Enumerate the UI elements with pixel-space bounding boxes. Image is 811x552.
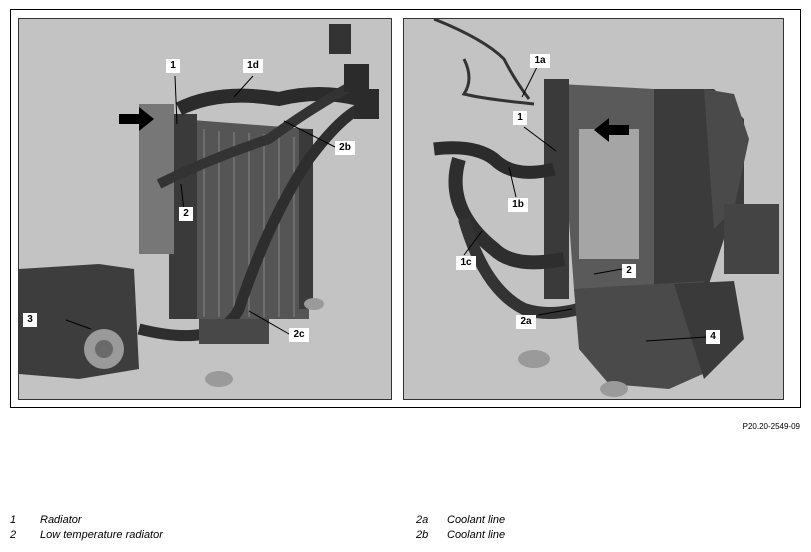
callout-1: 1 xyxy=(166,59,180,73)
callout-2-right: 2 xyxy=(622,264,636,278)
legend-item: 2b Coolant line xyxy=(416,529,796,543)
legend-text: Coolant line xyxy=(447,529,506,541)
legend-text: Coolant line xyxy=(447,514,506,526)
radiator-front-drawing xyxy=(19,24,379,387)
callout-1d: 1d xyxy=(243,59,263,73)
callout-1a: 1a xyxy=(530,54,550,68)
left-illustration: 1 1d 2b 2 3 2c xyxy=(18,18,392,400)
legend-item: 2 Low temperature radiator xyxy=(10,529,390,543)
callout-2: 2 xyxy=(179,207,193,221)
legend-num: 1 xyxy=(10,514,17,526)
legend-text: Radiator xyxy=(40,514,82,526)
legend-num: 2 xyxy=(10,529,17,541)
legend-num: 2b xyxy=(416,529,429,541)
figure-reference: P20.20-2549-09 xyxy=(742,422,800,431)
callout-2b: 2b xyxy=(335,141,355,155)
callout-2a: 2a xyxy=(516,315,536,329)
radiator-rear-drawing xyxy=(433,19,779,397)
callout-3: 3 xyxy=(23,313,37,327)
legend-num: 2a xyxy=(416,514,429,526)
legend-item: 2a Coolant line xyxy=(416,514,796,528)
callout-1c: 1c xyxy=(456,256,476,270)
right-illustration: 1a 1 1b 1c 2 2a 4 xyxy=(403,18,784,400)
callout-1-right: 1 xyxy=(513,111,527,125)
callout-4: 4 xyxy=(706,330,720,344)
legend-item: 1 Radiator xyxy=(10,514,390,528)
callout-2c: 2c xyxy=(289,328,309,342)
legend-text: Low temperature radiator xyxy=(40,529,163,541)
callout-1b: 1b xyxy=(508,198,528,212)
